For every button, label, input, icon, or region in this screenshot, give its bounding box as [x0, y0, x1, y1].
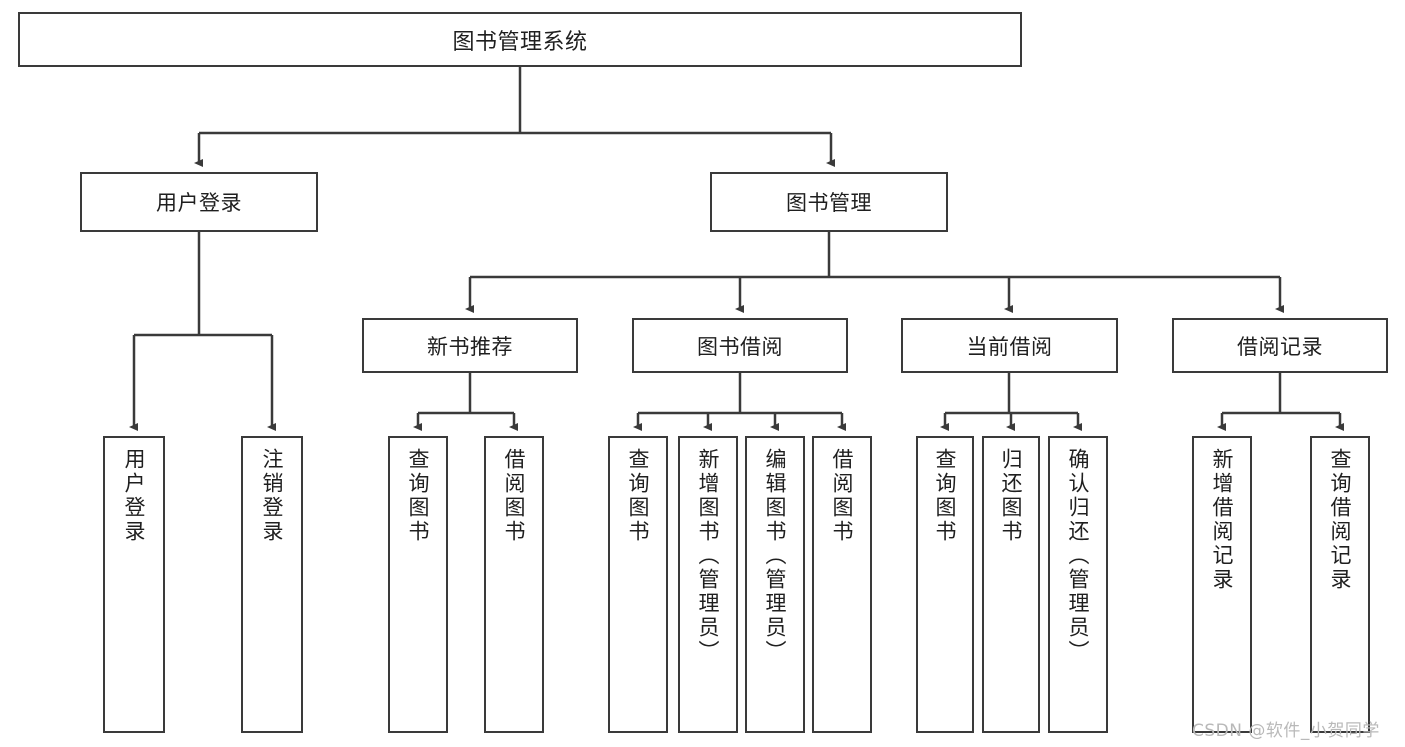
node-label: 用户登录 [156, 191, 242, 215]
node-label: 当前借阅 [966, 334, 1053, 359]
node-label: 编辑图书（管理员） [763, 448, 788, 664]
node-book-borrow[interactable]: 图书借阅 [632, 318, 848, 373]
node-root-system[interactable]: 图书管理系统 [18, 12, 1022, 67]
node-label: 查询图书 [933, 448, 958, 544]
leaf-query-book-recommend[interactable]: 查询图书 [388, 436, 448, 733]
node-label: 归还图书 [999, 448, 1024, 544]
leaf-borrow-book[interactable]: 借阅图书 [812, 436, 872, 733]
node-label: 查询借阅记录 [1328, 448, 1353, 592]
node-label: 新增借阅记录 [1210, 448, 1235, 592]
leaf-query-book-borrow[interactable]: 查询图书 [608, 436, 668, 733]
node-label: 查询图书 [626, 448, 651, 544]
node-book-management[interactable]: 图书管理 [710, 172, 948, 232]
leaf-query-borrow-record[interactable]: 查询借阅记录 [1310, 436, 1370, 733]
leaf-edit-book-admin[interactable]: 编辑图书（管理员） [745, 436, 805, 733]
leaf-query-book-current[interactable]: 查询图书 [916, 436, 974, 733]
node-label: 新增图书（管理员） [696, 448, 721, 664]
leaf-return-book[interactable]: 归还图书 [982, 436, 1040, 733]
node-label: 图书借阅 [697, 334, 783, 359]
leaf-borrow-book-recommend[interactable]: 借阅图书 [484, 436, 544, 733]
node-label: 借阅记录 [1237, 334, 1323, 359]
csdn-watermark: CSDN @软件_小贺同学 [1192, 721, 1380, 741]
node-label: 用户登录 [122, 448, 147, 544]
node-current-borrow[interactable]: 当前借阅 [901, 318, 1118, 373]
node-label: 新书推荐 [427, 334, 513, 359]
node-borrow-record[interactable]: 借阅记录 [1172, 318, 1388, 373]
leaf-add-borrow-record[interactable]: 新增借阅记录 [1192, 436, 1252, 733]
leaf-confirm-return-admin[interactable]: 确认归还（管理员） [1048, 436, 1108, 733]
node-label: 图书管理系统 [452, 29, 588, 55]
node-new-book-recommend[interactable]: 新书推荐 [362, 318, 578, 373]
leaf-user-login[interactable]: 用户登录 [103, 436, 165, 733]
node-label: 查询图书 [406, 448, 431, 544]
node-label: 借阅图书 [830, 448, 855, 544]
node-user-login[interactable]: 用户登录 [80, 172, 318, 232]
leaf-user-logout[interactable]: 注销登录 [241, 436, 303, 733]
node-label: 确认归还（管理员） [1066, 448, 1091, 664]
node-label: 借阅图书 [502, 448, 527, 544]
node-label: 图书管理 [786, 191, 872, 215]
leaf-add-book-admin[interactable]: 新增图书（管理员） [678, 436, 738, 733]
node-label: 注销登录 [260, 448, 285, 544]
